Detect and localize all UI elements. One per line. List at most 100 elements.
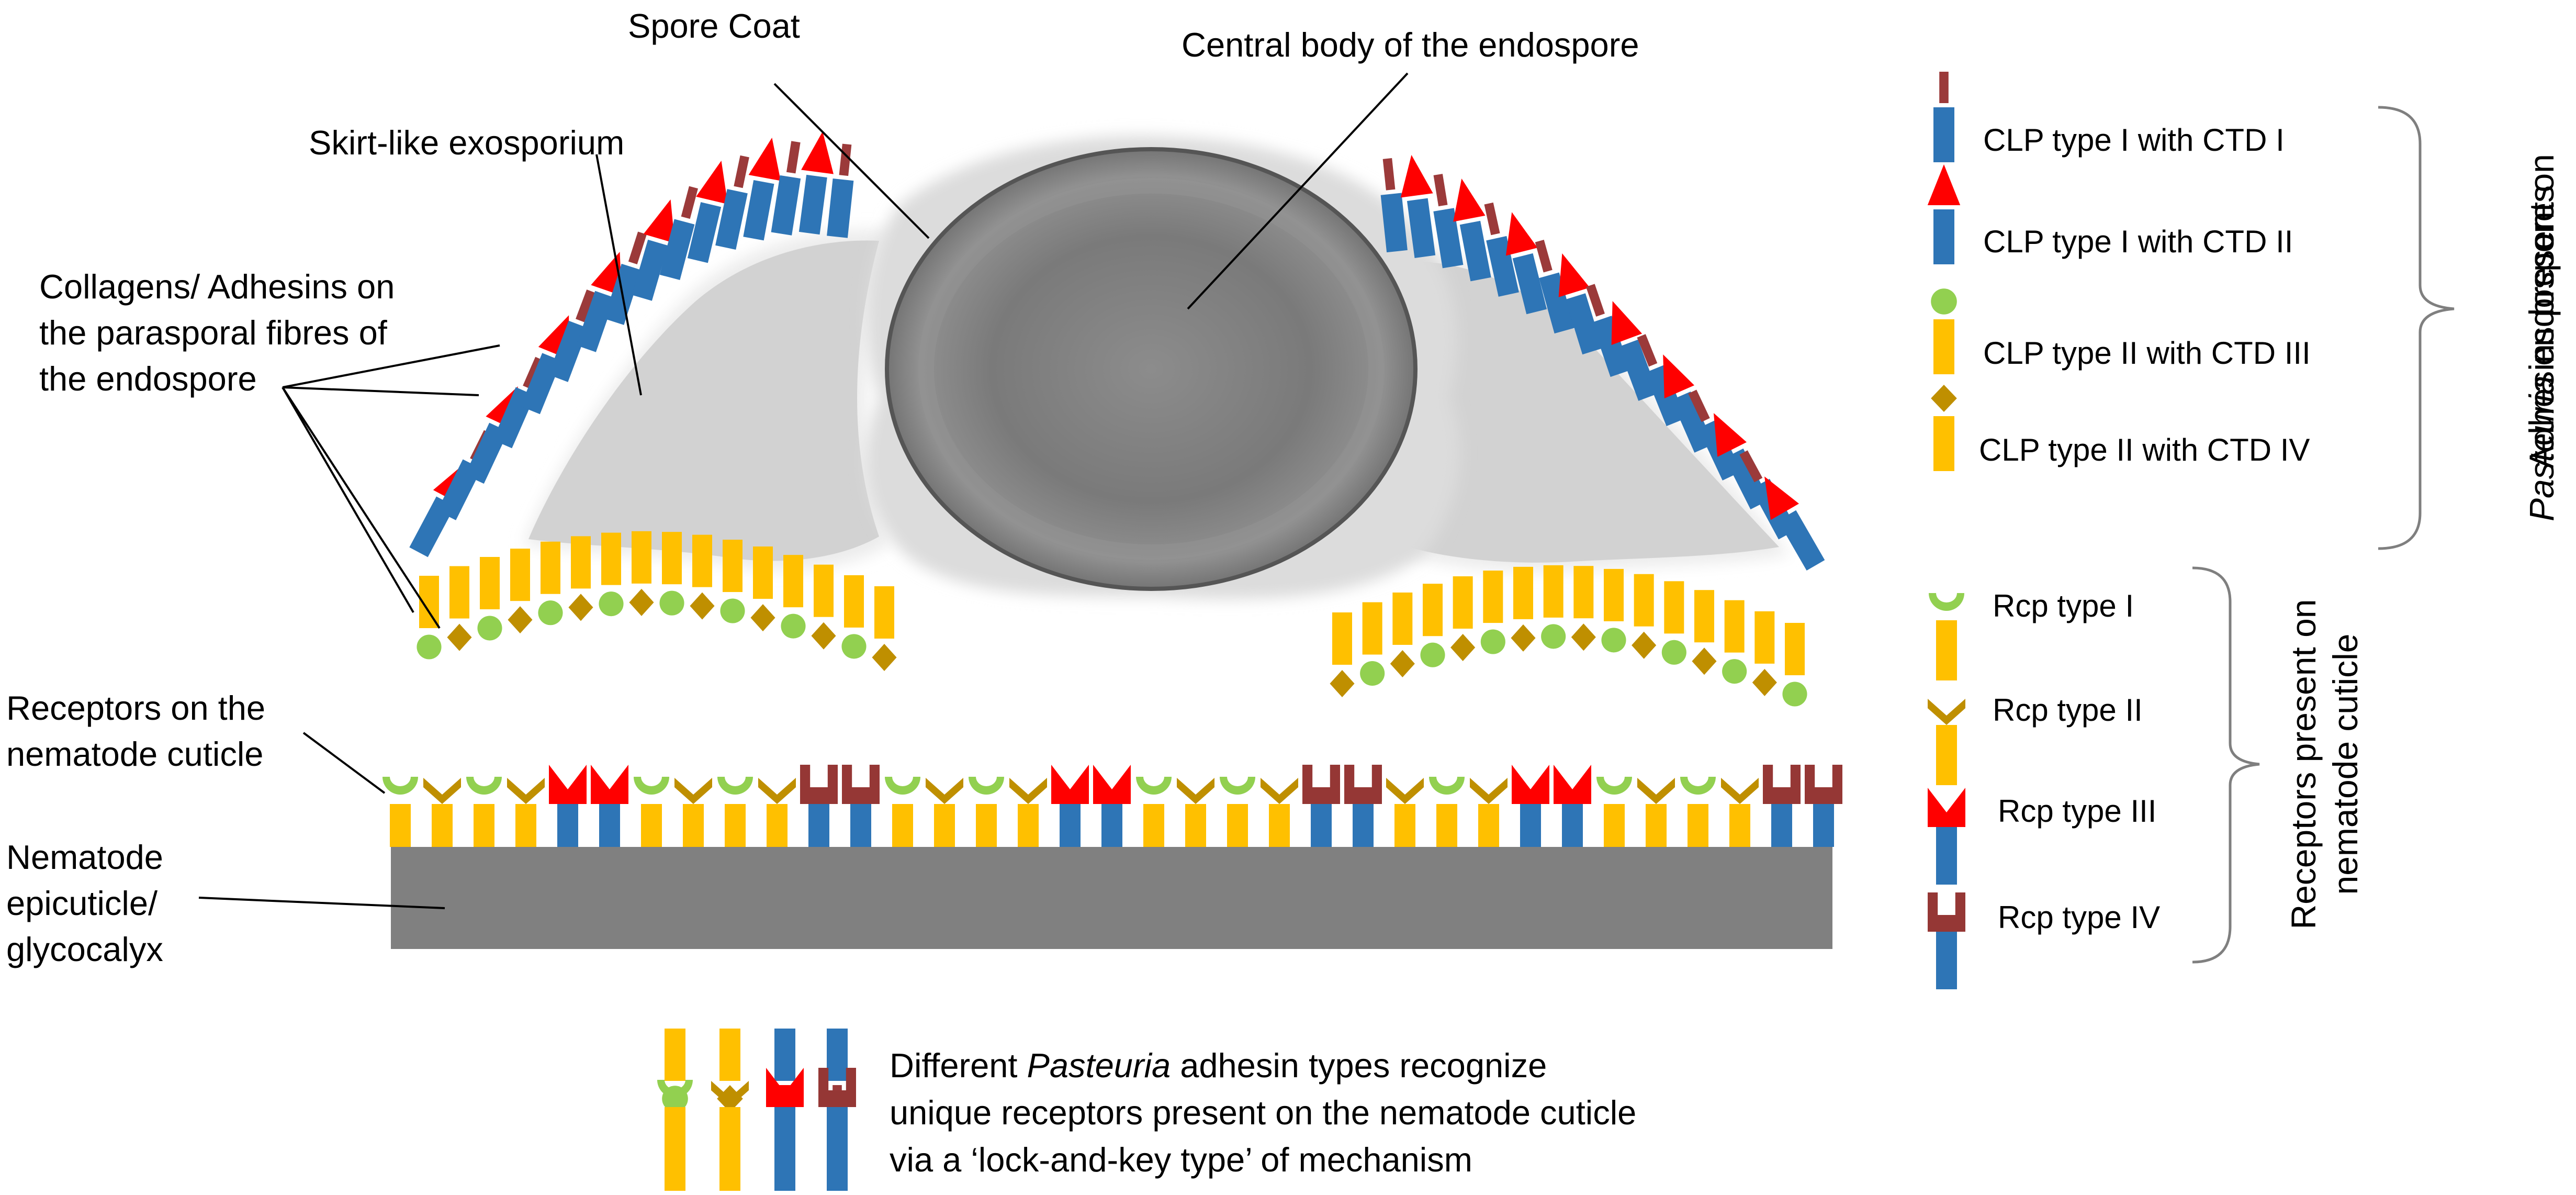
adhesin-fibre — [687, 161, 728, 263]
rcp-i-head-icon — [657, 1080, 693, 1098]
fibres-lower-right — [1330, 565, 1807, 707]
clp-stem — [1433, 208, 1464, 269]
rcp-ii-head-icon — [926, 778, 963, 804]
receptor — [1429, 777, 1465, 847]
adhesin-fibre — [1927, 164, 1961, 264]
clp-stem — [1778, 510, 1825, 571]
ctd-tip — [841, 634, 867, 659]
receptor-stem — [1771, 804, 1792, 847]
rcp-ii-head-icon — [1009, 778, 1047, 804]
receptor — [423, 778, 461, 847]
receptor — [1637, 778, 1675, 847]
receptor-stem — [599, 804, 620, 847]
ctd-iii-icon — [659, 590, 684, 616]
ctd-tip — [477, 616, 502, 641]
ctd-tip — [781, 613, 806, 639]
ctd-iv-icon — [1390, 650, 1415, 677]
adhesin-fibre — [1390, 592, 1415, 677]
caption-icons — [657, 1029, 856, 1191]
receptor-stem — [1436, 804, 1457, 847]
ctd-tip — [801, 131, 834, 174]
adhesin-fibre — [1558, 253, 1603, 355]
clp-stem — [665, 1029, 685, 1081]
legend-label-rcp1: Rcp type I — [1993, 588, 2134, 623]
receptor — [1177, 778, 1214, 847]
clp-stem — [827, 178, 854, 238]
ctd-iv-icon — [1330, 670, 1355, 697]
exosporium-right — [1376, 251, 1790, 572]
receptor-stem — [557, 804, 578, 847]
receptor-row — [383, 765, 1842, 847]
adhesin-fibre — [841, 575, 867, 659]
ctd-tip — [643, 199, 675, 243]
clp-stem — [1933, 209, 1954, 264]
ctd-tip — [1360, 661, 1385, 686]
clp-stem — [814, 564, 834, 617]
clp-stem — [1332, 612, 1352, 665]
clp-stem — [1512, 253, 1547, 315]
adhesin-fibre — [632, 199, 675, 301]
receptor — [1763, 765, 1801, 847]
ctd-iii-icon — [720, 598, 745, 623]
receptor — [1928, 892, 1965, 989]
adhesin-fibre — [1601, 568, 1626, 653]
receptor — [766, 1068, 804, 1191]
receptor-stem — [1646, 804, 1667, 847]
rcp-iv-head-icon — [1302, 765, 1340, 804]
clp-stem — [1634, 574, 1654, 627]
ctd-i-icon — [576, 289, 595, 322]
ctd-tip — [508, 606, 533, 634]
clp-stem — [1592, 316, 1630, 377]
ctd-tip — [811, 622, 836, 650]
adhesin-fibre — [1661, 581, 1686, 665]
ctd-tip — [1782, 682, 1807, 707]
ctd-iv-icon — [811, 622, 836, 650]
ctd-tip — [1453, 178, 1486, 222]
ctd-iii-icon — [841, 634, 867, 659]
receptor — [885, 777, 920, 847]
receptor-stem — [432, 804, 453, 847]
ctd-iii-icon — [477, 616, 502, 641]
label-epicuticle-1: Nematode — [6, 838, 163, 876]
rcp-iii-head-icon — [1554, 765, 1591, 804]
receptor-stem — [1269, 804, 1290, 847]
clp-stem — [1664, 581, 1684, 634]
rcp-ii-head-icon — [1470, 778, 1508, 804]
ctd-iii-icon — [1601, 628, 1626, 653]
pointer-lines — [198, 72, 1409, 909]
legend-group-receptors-2: nematode cuticle — [2326, 634, 2365, 895]
ctd-tip — [1739, 450, 1763, 483]
ctd-tip — [1330, 670, 1355, 697]
ctd-tip — [659, 590, 684, 616]
receptor — [507, 778, 545, 847]
receptor-stem — [1394, 804, 1415, 847]
legend-group-adhesins-2: Pasteuria endospores — [2522, 185, 2561, 521]
clp-stem — [874, 586, 894, 639]
adhesin-fibre — [1585, 284, 1630, 377]
lock-and-key-pair — [818, 1029, 856, 1191]
receptor-stem — [767, 804, 788, 847]
adhesin-fibre — [690, 534, 715, 620]
receptor — [926, 778, 963, 847]
ctd-tip — [447, 623, 472, 651]
ctd-tip — [1637, 334, 1658, 367]
central-body — [885, 147, 1418, 591]
label-collagens-3: the endospore — [39, 360, 257, 398]
receptor — [1344, 765, 1382, 847]
ctd-iii-icon — [1661, 640, 1686, 665]
ctd-iv-icon — [690, 592, 715, 620]
clp-stem — [1362, 602, 1382, 655]
adhesin-fibre — [1360, 602, 1385, 686]
ctd-i-icon — [1739, 450, 1763, 483]
receptor — [591, 765, 628, 847]
ctd-ii-icon — [591, 252, 622, 296]
ctd-ii-icon — [1453, 178, 1486, 222]
clp-stem — [576, 291, 615, 352]
label-central-body: Central body of the endospore — [1182, 26, 1639, 64]
clp-stem — [692, 534, 712, 587]
receptor-stem — [515, 804, 536, 847]
adhesin-fibre — [1931, 288, 1957, 374]
ctd-iv-icon — [1931, 385, 1957, 412]
receptor-stem — [1936, 725, 1957, 785]
receptor — [466, 777, 502, 847]
